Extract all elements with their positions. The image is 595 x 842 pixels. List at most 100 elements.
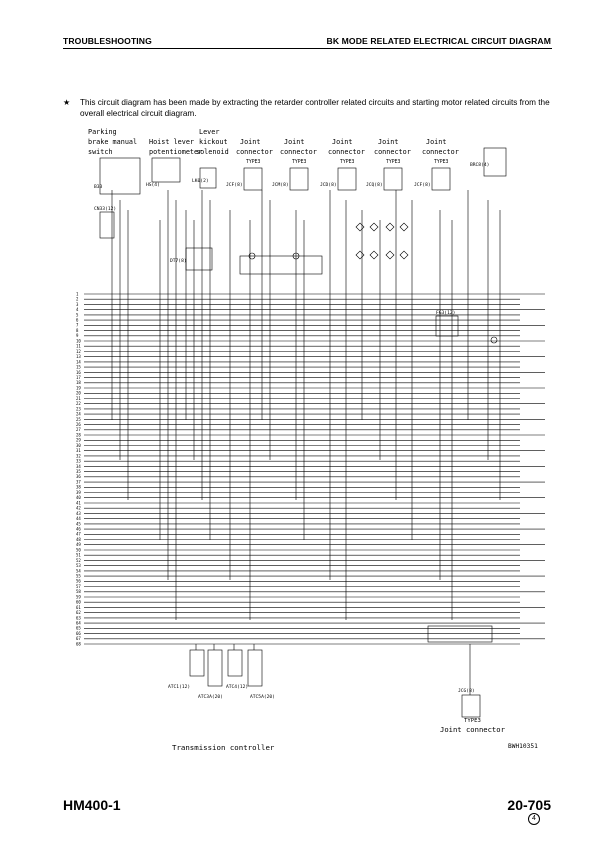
terminal-number: 47 [76,532,81,537]
terminal-number: 53 [76,563,81,568]
terminal-number: 26 [76,422,81,427]
label-jc4-2: connector [374,148,411,156]
terminal-number: 29 [76,438,81,443]
terminal-number: 38 [76,485,81,490]
vertical-wires [111,190,501,695]
terminal-number: 55 [76,573,81,578]
label-jc1-1: Joint [240,138,260,146]
cn33-box [99,211,115,239]
terminal-number: 5 [76,312,79,317]
terminal-number: 68 [76,641,81,646]
conn-jcd: JCD(8) [320,182,337,188]
terminal-number: 42 [76,506,81,511]
terminal-number: 25 [76,417,81,422]
splice-diamond-1 [355,222,409,232]
conn-atc4: ATC4(12) [226,684,248,690]
terminal-number: 4 [76,307,79,312]
terminal-number: 57 [76,584,81,589]
conn-lk: LK0(2) [192,178,209,184]
conn-jcg: JCG(8) [458,688,475,694]
terminal-number: 60 [76,600,81,605]
label-bottom-type3: TYPE3 [464,718,481,724]
terminal-number: 6 [76,318,79,323]
label-hoist-1: Hoist lever [149,138,194,146]
dt-box [185,247,213,271]
terminal-number: 65 [76,626,81,631]
label-jc5-2: connector [422,148,459,156]
terminal-number: 34 [76,464,81,469]
atc1-box [189,649,205,677]
terminal-number: 51 [76,553,81,558]
label-jc3-1: Joint [332,138,352,146]
splice-point-3 [490,336,498,344]
conn-fg3: FG3(12) [436,310,455,316]
terminal-number: 30 [76,443,81,448]
terminal-number: 12 [76,349,81,354]
terminal-number: 35 [76,469,81,474]
terminal-number: 33 [76,459,81,464]
terminal-number: 8 [76,328,79,333]
type3-jcq: TYPE3 [386,159,401,165]
conn-jcq: JCQ(8) [366,182,383,188]
terminal-number: 28 [76,432,81,437]
jcf2-box [431,167,451,191]
label-jc3-2: connector [328,148,365,156]
splice-point-2 [292,252,300,260]
terminal-number: 40 [76,495,81,500]
splice-diamond-2 [355,250,409,260]
terminal-number: 43 [76,511,81,516]
header-section-title: TROUBLESHOOTING [63,36,152,46]
terminal-number: 24 [76,412,81,417]
conn-cn33: CN33(12) [94,206,116,212]
jcq-box [383,167,403,191]
star-bullet-icon: ★ [63,98,71,107]
terminal-number: 54 [76,568,81,573]
terminal-number: 1 [76,291,79,296]
conn-atc1: ATC1(12) [168,684,190,690]
terminal-number: 64 [76,621,81,626]
header-rule [63,48,552,50]
terminal-number: 9 [76,333,79,338]
terminal-number: 37 [76,479,81,484]
conn-brc: BRC8(4) [470,162,489,168]
terminal-number: 52 [76,558,81,563]
terminal-number: 23 [76,406,81,411]
terminal-number: 67 [76,636,81,641]
header-page-title: BK MODE RELATED ELECTRICAL CIRCUIT DIAGR… [326,36,551,46]
terminal-number: 19 [76,385,81,390]
label-kickout-2: kickout [199,138,228,146]
footer-page-number: 20-705 [507,797,551,813]
conn-dt: DT7(8) [170,258,187,264]
terminal-number: 3 [76,302,79,307]
atc4-box [227,649,243,677]
terminal-number: 14 [76,359,81,364]
terminal-number: 58 [76,589,81,594]
conn-b33: B33 [94,184,103,190]
conn-atc3a: ATC3A(20) [198,694,223,700]
terminal-number: 66 [76,631,81,636]
label-jc2-2: connector [280,148,317,156]
terminal-number: 2 [76,297,79,302]
terminal-number: 48 [76,537,81,542]
kickout-solenoid-box [199,167,217,189]
note-text: This circuit diagram has been made by ex… [80,98,550,118]
terminal-number: 56 [76,579,81,584]
hoist-potentiometer-box [151,157,181,183]
label-jc2-1: Joint [284,138,304,146]
atc5a-box [247,649,263,687]
type3-jcm: TYPE3 [292,159,307,165]
parking-switch-box [99,157,141,195]
terminal-number: 11 [76,344,81,349]
label-bottom-joint: Joint connector [440,725,506,734]
terminal-number: 7 [76,323,79,328]
terminal-number: 17 [76,375,81,380]
bus-lines [84,293,545,645]
terminal-number: 31 [76,448,81,453]
terminal-number: 15 [76,365,81,370]
footer-model: HM400-1 [63,797,121,813]
terminal-number: 18 [76,380,81,385]
terminal-number: 63 [76,615,81,620]
terminal-number: 62 [76,610,81,615]
terminal-number: 44 [76,516,81,521]
label-kickout-3: solenoid [196,148,229,156]
